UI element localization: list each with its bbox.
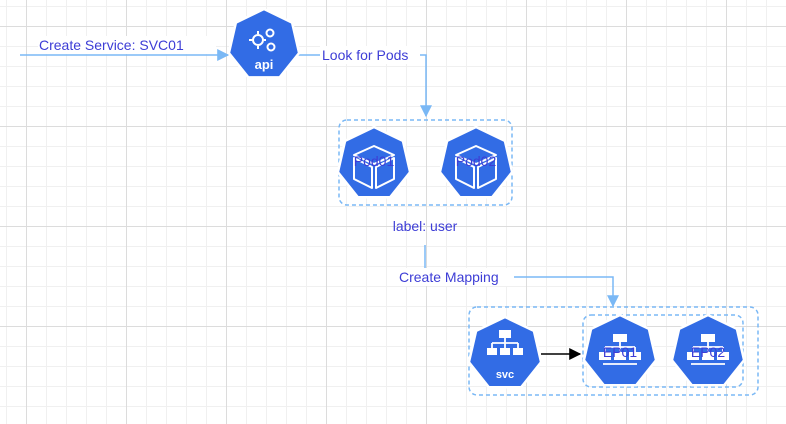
- endpoint-icon: [582, 313, 658, 387]
- service-node[interactable]: svc: [467, 315, 543, 389]
- api-server-icon: [227, 7, 301, 79]
- pod-cube-icon: [438, 125, 514, 199]
- api-server-node[interactable]: api: [227, 7, 301, 79]
- api-node-label: api: [255, 57, 274, 72]
- pod-label-1: Pod01: [354, 153, 395, 169]
- edge-label-create-mapping: Create Mapping: [399, 269, 499, 285]
- pod-node-1[interactable]: Pod01: [336, 125, 412, 199]
- pod-group-label: label: user: [393, 218, 458, 234]
- edge-create-mapping[interactable]: Create Mapping: [398, 245, 619, 308]
- endpoint-label-2: EP02: [691, 344, 725, 360]
- endpoint-label-1: EP01: [603, 344, 637, 360]
- service-group-container[interactable]: [468, 306, 759, 396]
- service-icon: [467, 315, 543, 389]
- pod-cube-icon: [336, 125, 412, 199]
- pod-label-2: Pod02: [456, 153, 497, 169]
- pod-group-container[interactable]: [338, 119, 513, 206]
- svc-node-label: svc: [496, 369, 514, 381]
- edge-label-create-service: Create Service: SVC01: [39, 37, 184, 53]
- pod-node-2[interactable]: Pod02: [438, 125, 514, 199]
- endpoint-icon: [670, 313, 746, 387]
- edge-look-for-pods[interactable]: Look for Pods: [297, 46, 432, 118]
- edge-label-look-for-pods: Look for Pods: [322, 47, 408, 63]
- endpoint-node-1[interactable]: EP01: [582, 313, 658, 387]
- edge-create-service[interactable]: Create Service: SVC01: [20, 36, 230, 61]
- endpoint-node-2[interactable]: EP02: [670, 313, 746, 387]
